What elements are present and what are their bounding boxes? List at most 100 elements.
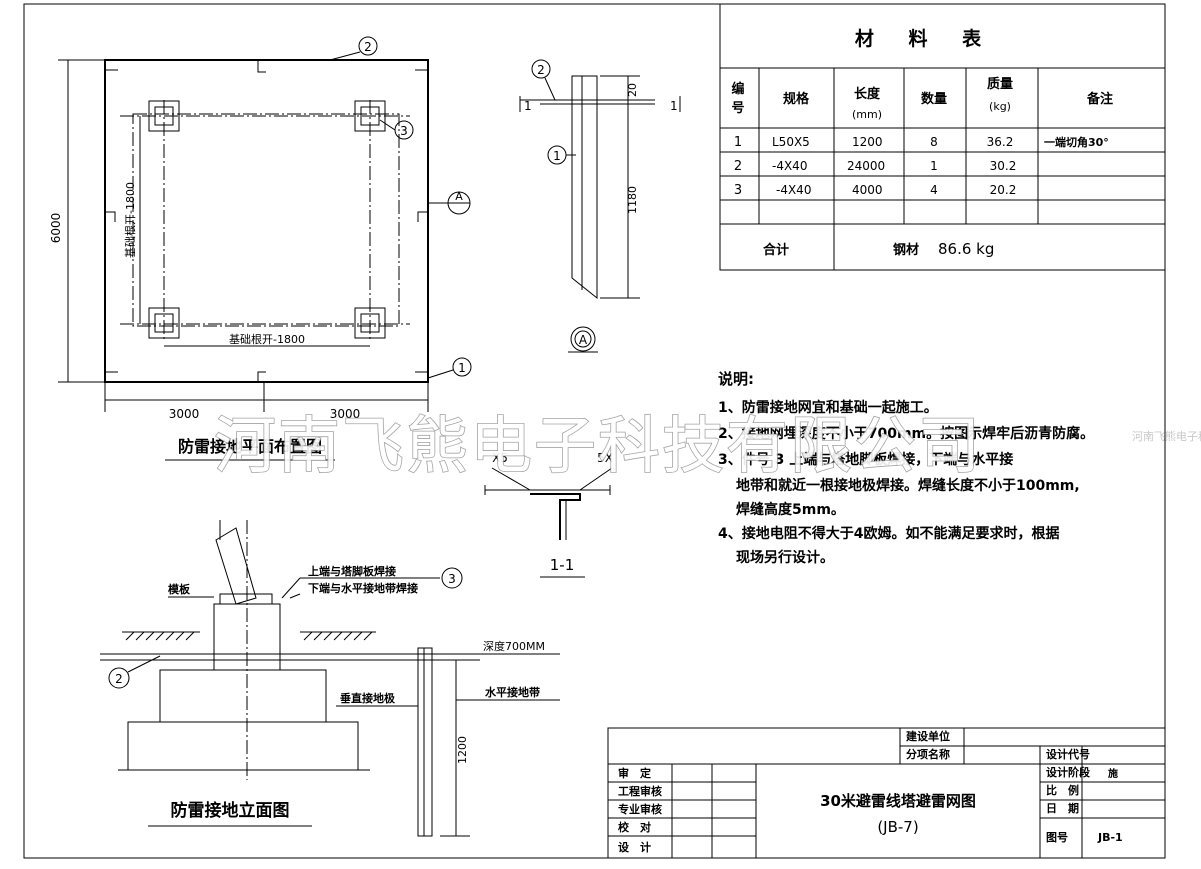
plan-height-dim: 6000 xyxy=(49,213,63,244)
detail-dim-1180: 1180 xyxy=(626,186,639,214)
note-3: 3、件号 3 上端与塔地脚板焊接，下端与水平接 xyxy=(718,451,1013,468)
elev-dim-1200: 1200 xyxy=(456,736,469,764)
tb-date-label: 日 期 xyxy=(1046,801,1079,815)
notes-heading: 说明: xyxy=(718,370,754,388)
inner-h-dim: 基础根开-1800 xyxy=(229,332,305,346)
elev-weld-top: 上端与塔脚板焊接 xyxy=(308,564,396,578)
watermark: 河南飞熊电子科技有限公司 xyxy=(214,409,982,482)
elevation-view: 1200 上端与塔脚板焊接 下端与水平接地带焊接 3 模板 2 深度700MM … xyxy=(100,520,560,837)
tb-design-stage-label: 设计阶段 xyxy=(1046,765,1090,779)
row1-note: 一端切角30° xyxy=(1044,135,1109,149)
tb-unit-label: 建设单位 xyxy=(906,729,950,743)
header-weight-unit: (kg) xyxy=(989,100,1011,113)
note-4: 4、接地电阻不得大于4欧姆。如不能满足要求时，根据 xyxy=(718,525,1059,542)
note-1: 1、防雷接地网宜和基础一起施工。 xyxy=(718,399,938,416)
detail-callout-2: 2 xyxy=(537,63,545,77)
plan-callout-3: 3 xyxy=(400,124,408,138)
row2-qty: 1 xyxy=(930,159,938,173)
total-label: 合计 xyxy=(763,242,789,258)
plan-section-a: A xyxy=(455,190,463,203)
tb-design-stage-value: 施 xyxy=(1108,767,1118,780)
note-3-cont1: 地带和就近一根接地极焊接。焊缝长度不小于100mm, xyxy=(736,477,1080,494)
section-dim-right: 5X xyxy=(597,451,613,465)
header-spec: 规格 xyxy=(783,91,810,107)
elev-horizontal: 水平接地带 xyxy=(485,685,540,699)
plan-inner-grid xyxy=(132,113,400,327)
plan-outer-ring xyxy=(104,59,429,383)
detail-section-mark-right: 1 xyxy=(670,99,678,113)
plan-callout-1: 1 xyxy=(458,361,466,375)
note-2: 2、接地网埋深度不小于700mm。按图示焊牢后沥青防腐。 xyxy=(718,425,1094,442)
section-label: 1-1 xyxy=(550,556,575,574)
row2-weight: 30.2 xyxy=(990,159,1017,173)
header-length-unit: (mm) xyxy=(852,108,882,121)
elev-weld-bottom: 下端与水平接地带焊接 xyxy=(308,581,418,595)
elev-depth: 深度700MM xyxy=(483,639,545,653)
tb-project-label: 分项名称 xyxy=(906,747,950,761)
table-row: 1 L50X5 1200 8 36.2 一端切角30° xyxy=(734,135,1109,150)
tb-title-line1: 30米避雷线塔避雷网图 xyxy=(820,792,976,810)
row1-weight: 36.2 xyxy=(987,135,1014,149)
plan-callout-2: 2 xyxy=(364,40,372,54)
tb-drawing-no-label: 图号 xyxy=(1046,831,1068,844)
tb-drawing-no-value: JB-1 xyxy=(1097,831,1123,844)
total-value: 86.6 kg xyxy=(938,240,994,258)
elev-callout-3: 3 xyxy=(448,572,456,586)
plan-dim-right: 3000 xyxy=(330,407,361,421)
header-no-1: 编 xyxy=(731,81,744,97)
tb-role-3: 专业审核 xyxy=(618,802,662,816)
header-note: 备注 xyxy=(1086,91,1113,107)
detail-a: 1 1 20 1180 2 1 A xyxy=(519,59,681,353)
row3-weight: 20.2 xyxy=(990,183,1017,197)
table-title: 材 料 表 xyxy=(855,27,995,50)
material-table: 材 料 表 编 号 规格 长度 (mm) 数量 质量 (kg) 备注 1 L50… xyxy=(719,3,1166,271)
tb-title-line2: (JB-7) xyxy=(877,818,918,836)
tb-role-2: 工程审核 xyxy=(618,784,662,798)
detail-label-a: A xyxy=(579,333,588,347)
row1-spec: L50X5 xyxy=(772,135,810,149)
table-row: 2 -4X40 24000 1 30.2 xyxy=(734,159,1017,174)
row2-no: 2 xyxy=(734,159,742,174)
sheet-border xyxy=(23,3,1166,859)
foundation-pads xyxy=(148,100,386,339)
row3-qty: 4 xyxy=(930,183,938,197)
inner-v-dim: 基础根开-1800 xyxy=(123,182,137,258)
total-material: 钢材 xyxy=(893,242,919,258)
row2-spec: -4X40 xyxy=(772,159,807,173)
tb-scale-label: 比 例 xyxy=(1046,783,1079,797)
detail-dim-20: 20 xyxy=(626,83,639,97)
title-block: 建设单位 分项名称 设计代号 设计阶段 施 比 例 日 期 图号 JB-1 审 … xyxy=(607,727,1166,859)
row3-length: 4000 xyxy=(852,183,883,197)
row1-length: 1200 xyxy=(852,135,883,149)
notes: 说明: 1、防雷接地网宜和基础一起施工。 2、接地网埋深度不小于700mm。按图… xyxy=(718,370,1094,566)
plan-dim-left: 3000 xyxy=(169,407,200,421)
header-no-2: 号 xyxy=(731,101,744,116)
row3-spec: -4X40 xyxy=(776,183,811,197)
plan-title: 防雷接地平面布置图 xyxy=(178,437,322,456)
tb-role-4: 校 对 xyxy=(618,820,651,834)
elev-label-plate: 模板 xyxy=(168,582,191,596)
watermark-small: 河南飞熊电子科技 xyxy=(1132,429,1201,443)
tb-design-code-label: 设计代号 xyxy=(1046,747,1090,761)
row2-length: 24000 xyxy=(847,159,885,173)
row3-no: 3 xyxy=(734,183,742,198)
header-qty: 数量 xyxy=(921,91,947,107)
row1-qty: 8 xyxy=(930,135,938,149)
tb-role-5: 设 计 xyxy=(618,840,651,854)
section-1-1: X5 5X 1-1 xyxy=(484,451,613,578)
elev-vertical: 垂直接地极 xyxy=(340,691,396,705)
note-3-cont2: 焊缝高度5mm。 xyxy=(736,501,845,518)
table-row: 3 -4X40 4000 4 20.2 xyxy=(734,183,1017,198)
detail-section-mark-left: 1 xyxy=(524,99,532,113)
header-length: 长度 xyxy=(854,86,881,102)
section-dim-left: X5 xyxy=(492,451,508,465)
plan-view: 基础根开-1800 基础根开-1800 6000 3000 3000 2 3 1… xyxy=(49,36,472,461)
detail-callout-1: 1 xyxy=(553,149,561,163)
tb-role-1: 审 定 xyxy=(618,766,651,780)
elevation-title: 防雷接地立面图 xyxy=(171,800,290,821)
note-4-cont: 现场另行设计。 xyxy=(736,549,834,566)
elev-callout-2: 2 xyxy=(115,672,123,686)
row1-no: 1 xyxy=(734,135,742,150)
header-weight: 质量 xyxy=(987,76,1013,92)
